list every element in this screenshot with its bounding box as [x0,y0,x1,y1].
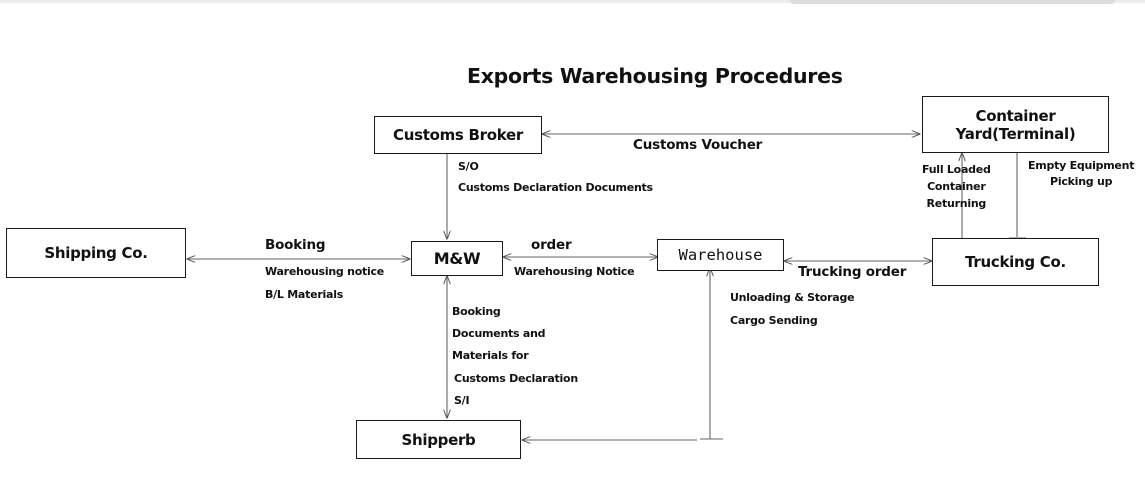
node-customs-broker: Customs Broker [374,116,542,154]
label-full-loaded-container-returning: Full Loaded Container Returning [922,163,991,211]
label-booking: Booking [265,237,326,253]
node-warehouse: Warehouse [657,239,784,271]
label-warehousing-notice-2: Warehousing Notice [514,265,635,278]
node-trucking-co: Trucking Co. [932,238,1099,286]
label-empty-equipment-picking-up: Empty Equipment Picking up [1028,159,1135,188]
label-customs-declaration: Customs Declaration [454,372,578,385]
diagram-title: Exports Warehousing Procedures [467,64,843,88]
label-unloading-storage: Unloading & Storage [730,291,855,304]
label-bl-materials: B/L Materials [265,288,344,301]
node-mw: M&W [411,241,503,276]
top-edge-tab [790,0,1115,4]
node-container-yard: Container Yard(Terminal) [922,96,1109,153]
top-edge-bar [0,0,1145,3]
node-shipping-co: Shipping Co. [6,228,186,278]
label-materials-for: Materials for [452,349,529,362]
label-documents-and: Documents and [452,327,546,340]
label-cargo-sending: Cargo Sending [730,314,818,327]
label-warehousing-notice: Warehousing notice [265,265,385,278]
label-si: S/I [454,394,470,407]
label-trucking-order: Trucking order [798,264,907,280]
label-booking-2: Booking [452,305,501,318]
label-customs-voucher: Customs Voucher [633,137,763,153]
label-customs-declaration-documents: Customs Declaration Documents [458,181,653,194]
label-so: S/O [458,160,479,173]
node-shipper: Shipperb [356,420,521,459]
label-order: order [531,237,572,253]
